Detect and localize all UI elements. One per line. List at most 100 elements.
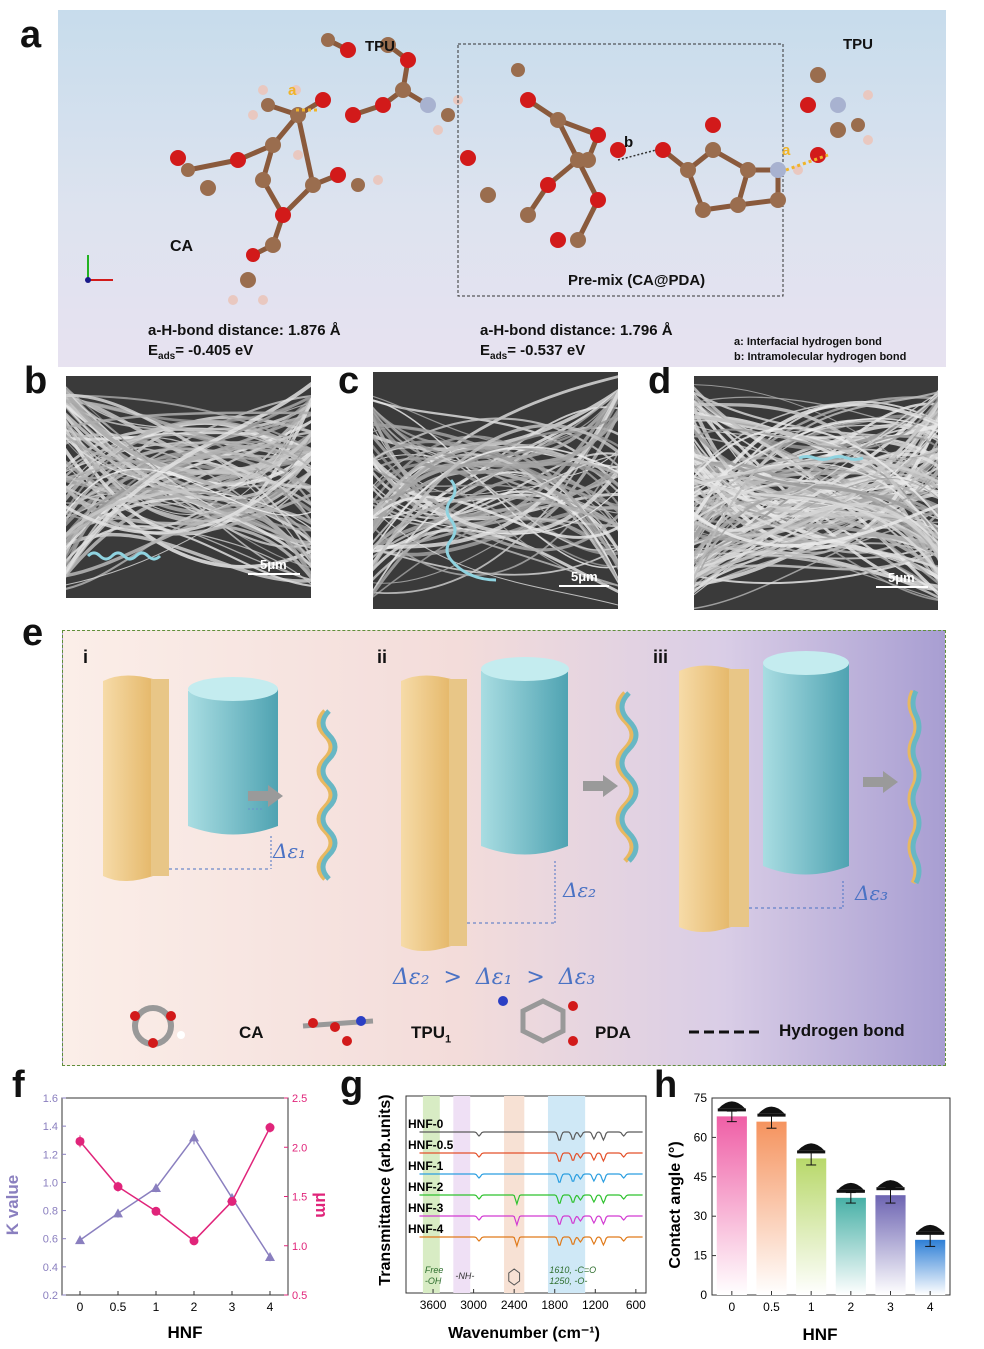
sem-fiber <box>373 494 618 550</box>
sem-fiber <box>66 411 311 429</box>
g-annotation-nh: -NH- <box>455 1271 474 1281</box>
sem-fiber <box>66 421 311 550</box>
f-point-kvalue <box>75 1235 85 1245</box>
g-x-tick-label: 3600 <box>420 1298 447 1312</box>
h-droplet-base <box>757 1113 786 1117</box>
sem-fiber <box>66 441 311 479</box>
h-droplet-base <box>797 1150 826 1154</box>
delta-relation: Δε₂ > Δε₁ > Δε₃ <box>393 965 596 990</box>
delta-epsilon-1: Δε₁ <box>273 839 307 863</box>
sem-fiber <box>694 423 938 510</box>
panel-label-h: h <box>654 1064 678 1106</box>
sem-fiber <box>694 467 938 570</box>
f-x-tick-label: 3 <box>229 1300 236 1314</box>
f-point-kvalue <box>189 1132 199 1142</box>
sem-fiber <box>694 385 938 472</box>
chart-g-ftir: Transmittance (arb.units) Wavenumber (cm… <box>377 1094 647 1342</box>
sem-fiber <box>694 477 938 537</box>
panel-label-c: c <box>338 360 360 402</box>
h-droplet-icon <box>877 1180 904 1188</box>
f-ylabel-right: μm <box>312 1192 330 1218</box>
h-droplet-icon <box>917 1224 944 1232</box>
g-x-tick-label: 1200 <box>582 1298 609 1312</box>
sem-fiber <box>694 402 938 474</box>
legend-b: b: Intramolecular hydrogen bond <box>734 351 907 363</box>
sem-image-c: 5μm <box>373 372 618 609</box>
g-x-tick-label: 600 <box>626 1298 646 1312</box>
sem-fiber <box>694 480 938 545</box>
sem-fiber <box>373 408 618 534</box>
f-point-um <box>75 1136 85 1146</box>
sem-fiber <box>66 468 311 516</box>
panel-label-f: f <box>12 1064 25 1106</box>
delta-epsilon-2: Δε₂ <box>563 878 597 902</box>
panel-label-a: a <box>20 14 42 56</box>
f-x-tick-label: 2 <box>191 1300 198 1314</box>
highlighted-fiber <box>445 479 497 582</box>
panel-label-b: b <box>24 360 48 402</box>
sem-fiber <box>694 478 938 575</box>
roman-i: i <box>83 647 89 667</box>
sem-fiber <box>373 389 618 527</box>
h-bar <box>875 1195 906 1295</box>
g-series-label: HNF-0.5 <box>408 1138 454 1152</box>
f-plot-frame <box>61 1097 289 1296</box>
f-point-um <box>227 1196 237 1206</box>
h-plot-frame <box>711 1097 951 1296</box>
f-x-tick-label: 4 <box>267 1300 274 1314</box>
premix-atoms <box>460 63 873 248</box>
h-y-tick-label: 60 <box>694 1130 708 1144</box>
h-droplet-icon <box>798 1143 825 1151</box>
legend-tpu-label: TPU1 <box>411 1023 452 1046</box>
h-bar <box>716 1116 747 1295</box>
hbond-a-right <box>785 153 829 172</box>
sem-fiber <box>373 447 618 551</box>
sem-fiber <box>66 431 311 503</box>
f-left-tick-label: 0.6 <box>43 1234 58 1246</box>
g-ylabel: Transmittance (arb.units) <box>377 1094 394 1285</box>
g-annotation-free: Free <box>425 1265 444 1275</box>
f-point-um <box>151 1206 161 1216</box>
ca-atoms-left <box>170 33 463 305</box>
f-left-tick-label: 0.4 <box>43 1262 58 1274</box>
sem-fiber <box>66 487 311 568</box>
f-right-tick-label: 0.5 <box>292 1290 307 1302</box>
h-droplet-base <box>717 1108 746 1112</box>
h-ylabel: Contact angle (°) <box>667 1141 684 1268</box>
sem-fiber <box>373 423 618 570</box>
h-y-tick-label: 75 <box>694 1091 708 1105</box>
h-x-tick-label: 0.5 <box>763 1300 780 1314</box>
sem-fiber <box>373 528 618 594</box>
g-series-label: HNF-3 <box>408 1201 444 1215</box>
h-y-tick-label: 45 <box>694 1170 708 1184</box>
left-distance: a-H-bond distance: 1.876 Å <box>148 322 341 339</box>
sem-fiber <box>694 469 938 587</box>
sem-fiber <box>694 391 938 582</box>
legend-ca-label: CA <box>239 1023 264 1042</box>
f-x-tick-label: 0.5 <box>110 1300 127 1314</box>
h-x-tick-label: 0 <box>728 1300 735 1314</box>
delta-epsilon-3: Δε₃ <box>855 881 889 905</box>
sem-fiber <box>373 407 618 586</box>
sem-fiber <box>66 452 311 586</box>
sem-fiber <box>694 394 938 555</box>
h-bar <box>756 1121 787 1295</box>
panel-label-g: g <box>340 1064 364 1106</box>
sem-fiber <box>66 402 311 468</box>
legend-tpu-molecule <box>302 1016 374 1046</box>
sem-fiber <box>373 441 618 518</box>
h-bar <box>915 1239 946 1295</box>
f-xlabel: HNF <box>168 1323 203 1342</box>
right-tpu-label: TPU <box>843 36 873 53</box>
f-x-tick-label: 1 <box>153 1300 160 1314</box>
h-droplet-base <box>916 1231 945 1235</box>
sem-fiber <box>694 397 938 450</box>
h-droplet-base <box>876 1187 905 1191</box>
panel-label-d: d <box>648 360 672 402</box>
roman-iii: iii <box>653 647 669 667</box>
f-left-tick-label: 1.6 <box>43 1093 58 1105</box>
ca-label: CA <box>170 238 194 255</box>
f-right-tick-label: 2.5 <box>292 1093 307 1105</box>
sem-fiber <box>66 437 311 530</box>
g-annotation-o: 1250, -O- <box>549 1276 587 1286</box>
